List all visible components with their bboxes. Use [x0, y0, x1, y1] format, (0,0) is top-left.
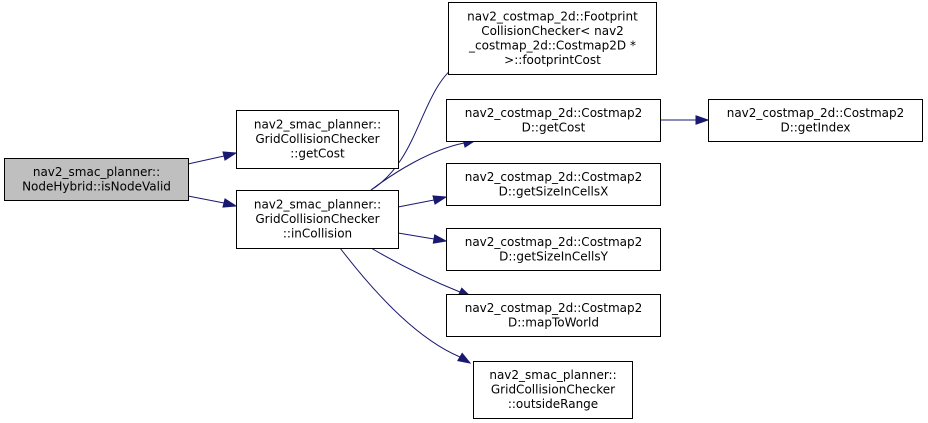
node-box	[448, 2, 657, 75]
edge-line	[187, 195, 225, 204]
node-label-line: nav2_smac_planner::	[33, 165, 160, 179]
edge-line	[339, 247, 461, 358]
node-label-line: D::getCost	[522, 120, 586, 134]
node-label-line: nav2_costmap_2d::Costmap2	[465, 170, 643, 184]
node-box	[236, 110, 399, 169]
node-isNodeValid[interactable]: nav2_smac_planner::NodeHybrid::isNodeVal…	[4, 158, 189, 201]
edge-line	[370, 63, 459, 191]
node-label-line: NodeHybrid::isNodeValid	[22, 179, 171, 193]
node-label-line: nav2_smac_planner::	[254, 118, 381, 132]
nodes-layer: nav2_smac_planner::NodeHybrid::isNodeVal…	[4, 2, 923, 419]
node-label-line: GridCollisionChecker	[491, 383, 615, 397]
arrowhead	[695, 115, 710, 125]
node-label-line: D::mapToWorld	[508, 315, 599, 329]
node-box	[446, 99, 661, 142]
arrowhead	[457, 352, 472, 364]
node-gccInCollision[interactable]: nav2_smac_planner::GridCollisionChecker:…	[236, 190, 399, 249]
node-box	[236, 190, 399, 249]
node-label-line: D::getSizeInCellsY	[499, 249, 608, 263]
edge-isNodeValid-to-gccInCollision	[187, 195, 238, 208]
node-label-line: D::getIndex	[780, 120, 850, 134]
node-box	[446, 228, 661, 271]
edge-gccInCollision-to-getSizeInCellsX	[397, 195, 448, 208]
node-label-line: CollisionChecker< nav2	[481, 24, 624, 38]
node-getSizeInCellsX[interactable]: nav2_costmap_2d::Costmap2D::getSizeInCel…	[446, 163, 661, 206]
node-label-line: nav2_costmap_2d::Costmap2	[465, 106, 643, 120]
edge-gccInCollision-to-outsideRange	[339, 247, 472, 364]
edge-getCost-to-getIndex	[660, 115, 710, 125]
node-mapToWorld[interactable]: nav2_costmap_2d::Costmap2D::mapToWorld	[446, 294, 661, 337]
node-box	[708, 99, 923, 142]
node-label-line: nav2_smac_planner::	[489, 368, 616, 382]
node-label-line: GridCollisionChecker	[255, 132, 379, 146]
node-label-line: >::footprintCost	[504, 53, 601, 67]
node-getSizeInCellsY[interactable]: nav2_costmap_2d::Costmap2D::getSizeInCel…	[446, 228, 661, 271]
node-gccGetCost[interactable]: nav2_smac_planner::GridCollisionChecker:…	[236, 110, 399, 169]
node-footprintCost[interactable]: nav2_costmap_2d::FootprintCollisionCheck…	[448, 2, 657, 75]
node-outsideRange[interactable]: nav2_smac_planner::GridCollisionChecker:…	[473, 361, 633, 419]
edge-line	[397, 199, 435, 208]
node-label-line: ::getCost	[290, 147, 345, 161]
edge-line	[187, 155, 225, 165]
arrowhead	[432, 195, 448, 205]
node-getIndex[interactable]: nav2_costmap_2d::Costmap2D::getIndex	[708, 99, 923, 142]
node-getCost[interactable]: nav2_costmap_2d::Costmap2D::getCost	[446, 99, 661, 142]
node-label-line: ::outsideRange	[508, 397, 598, 411]
node-label-line: nav2_costmap_2d::Costmap2	[465, 235, 643, 249]
node-label-line: _costmap_2d::Costmap2D *	[468, 38, 636, 52]
node-label-line: nav2_costmap_2d::Costmap2	[465, 301, 643, 315]
edge-isNodeValid-to-gccGetCost	[187, 151, 238, 165]
node-box	[4, 158, 189, 201]
arrowhead	[222, 151, 238, 161]
edge-line	[397, 232, 435, 240]
edge-line	[370, 247, 461, 293]
node-label-line: nav2_costmap_2d::Footprint	[467, 9, 638, 23]
node-box	[473, 361, 633, 419]
node-label-line: nav2_costmap_2d::Costmap2	[727, 106, 905, 120]
arrowhead	[222, 198, 238, 208]
node-label-line: GridCollisionChecker	[255, 212, 379, 226]
node-box	[446, 294, 661, 337]
node-label-line: D::getSizeInCellsX	[499, 184, 609, 198]
edge-gccInCollision-to-getSizeInCellsY	[397, 232, 448, 244]
edge-line	[370, 142, 465, 191]
node-box	[446, 163, 661, 206]
node-label-line: ::inCollision	[283, 227, 352, 241]
node-label-line: nav2_smac_planner::	[254, 198, 381, 212]
arrowhead	[432, 234, 448, 244]
